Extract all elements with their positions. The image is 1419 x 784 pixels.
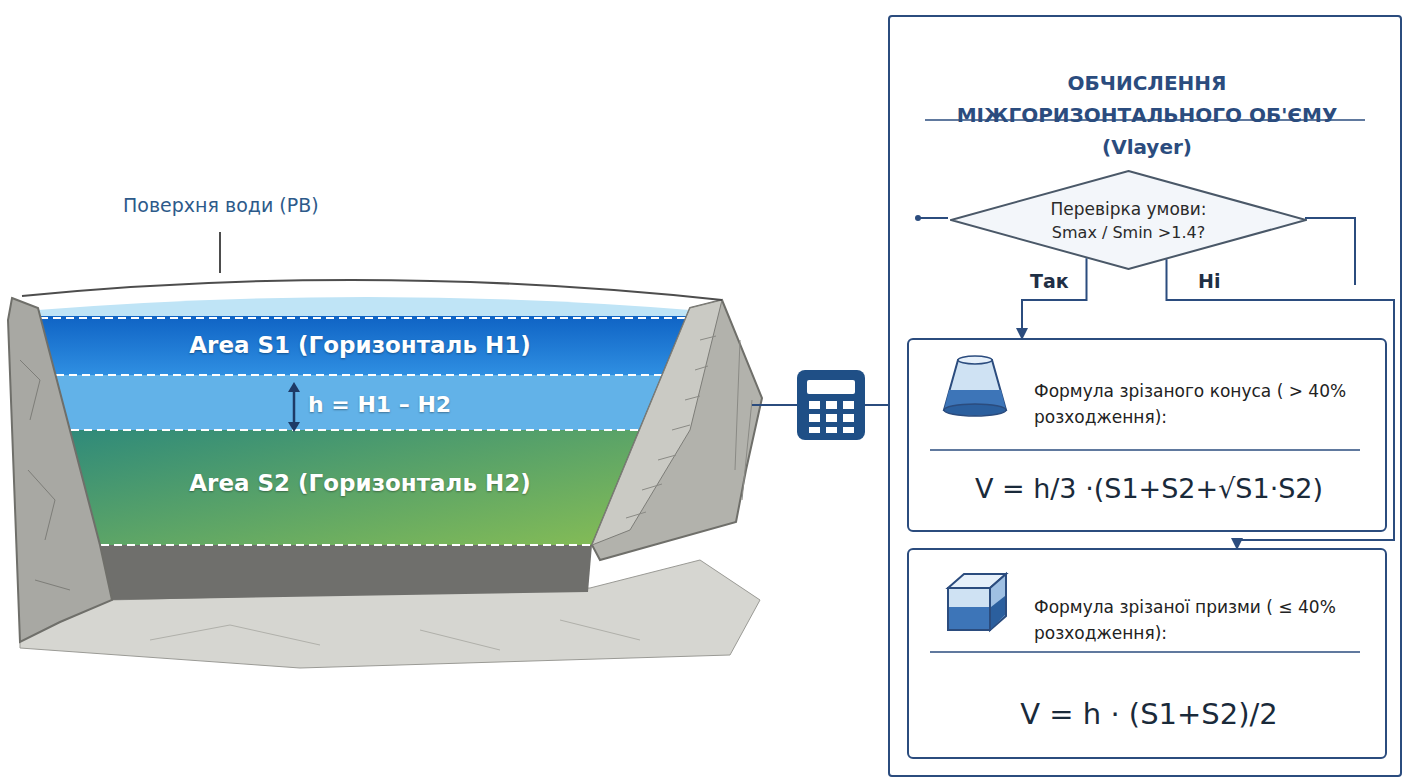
illustration-label: Area S1 (Горизонталь H1) (140, 332, 580, 358)
illustration-label: Поверхня води (РВ) (123, 194, 319, 216)
leader-lines (752, 405, 888, 406)
node-formula: V = h · (S1+S2)/2 (909, 696, 1389, 732)
flow-arrow (1022, 258, 1087, 338)
water-layers (38, 297, 690, 600)
rock-wall (8, 298, 112, 642)
decision-diamond: Перевірка умови:Smax / Smin >1.4? (950, 170, 1307, 270)
node-formula: V = h/3 ·(S1+S2+√S1·S2) (909, 472, 1389, 506)
node-heading: Формула зрізаного конуса ( > 40% розходж… (1034, 378, 1364, 430)
height-arrow (288, 382, 300, 432)
flow-arrow (1167, 259, 1395, 548)
node-formula: Smax / Smin >1.4? (1010, 222, 1247, 244)
panel-box: ОБЧИСЛЕННЯ МІЖГОРИЗОНТАЛЬНОГО ОБ'ЄМУ (Vl… (888, 15, 1402, 777)
illustration-label: h = H1 – H2 (308, 392, 451, 417)
diamond-outline (950, 170, 1307, 270)
node-heading: Формула зрізаної призми ( ≤ 40% розходже… (1034, 594, 1364, 646)
node-heading: Перевірка умови: (1010, 198, 1247, 220)
formula-box: Формула зрізаної призми ( ≤ 40% розходже… (907, 548, 1387, 759)
edge-label: Ні (1198, 270, 1220, 292)
calculator-icon (797, 370, 865, 440)
formula-box: Формула зрізаного конуса ( > 40% розходж… (907, 338, 1387, 532)
rim-and-leader (22, 232, 722, 300)
dam (592, 300, 762, 560)
illustration-label: Area S2 (Горизонталь H2) (140, 470, 580, 496)
edge-label: Так (1030, 270, 1069, 292)
node-heading: ОБЧИСЛЕННЯ МІЖГОРИЗОНТАЛЬНОГО ОБ'ЄМУ (Vl… (930, 67, 1364, 163)
